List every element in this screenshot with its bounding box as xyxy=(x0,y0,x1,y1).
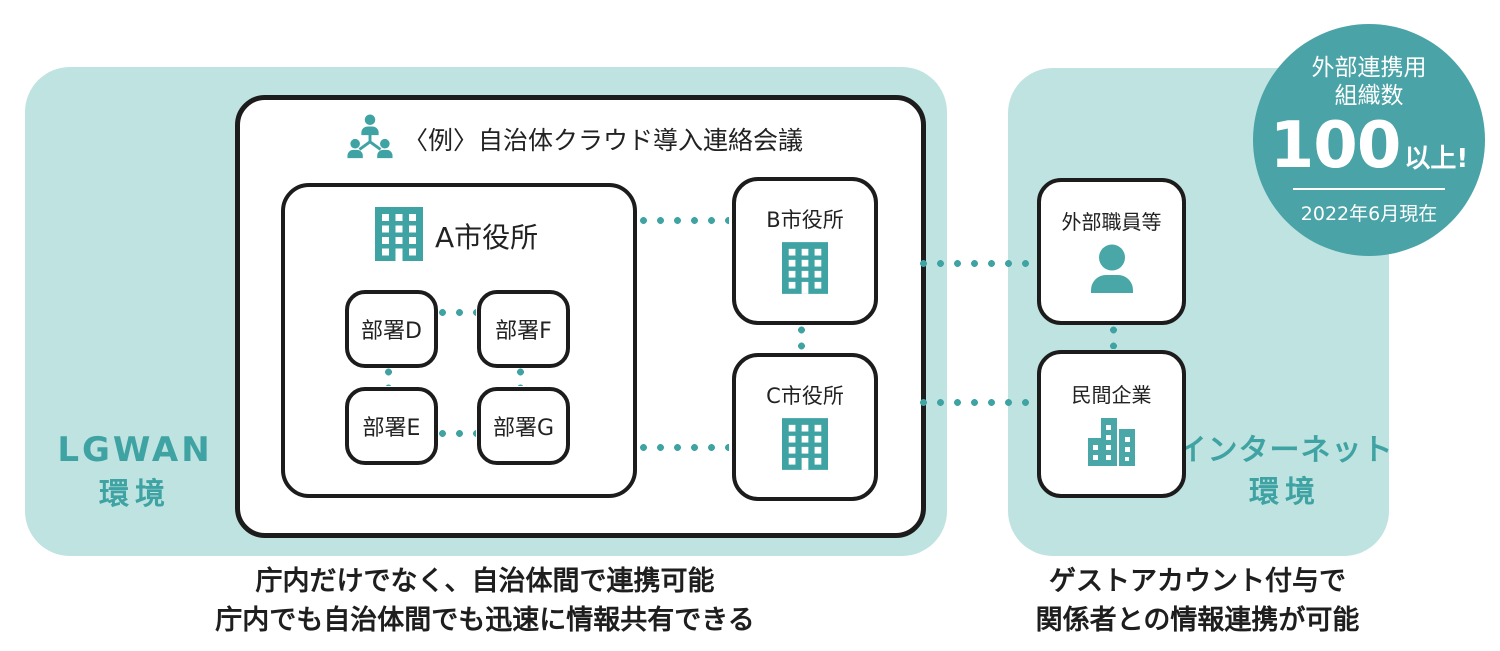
lgwan-label-line2: 環境 xyxy=(99,476,171,512)
connector-cityB-cityC xyxy=(797,320,806,352)
city-a-header: A市役所 xyxy=(375,207,538,265)
lgwan-caption: 庁内だけでなく、自治体間で連携可能 庁内でも自治体間でも迅速に情報共有できる xyxy=(150,562,820,640)
department-e-box: 部署E xyxy=(345,387,438,465)
badge-line1: 外部連携用 xyxy=(1311,54,1427,81)
badge-divider xyxy=(1293,188,1445,191)
badge-number-row: 100 以上! xyxy=(1269,109,1469,184)
city-a-box xyxy=(281,183,637,498)
meeting-title: 〈例〉自治体クラウド導入連絡会議 xyxy=(402,126,803,155)
badge-date: 2022年6月現在 xyxy=(1300,203,1438,226)
internet-caption-line2: 関係者との情報連携が可能 xyxy=(1035,605,1360,637)
department-e-label: 部署E xyxy=(362,416,421,441)
person-icon xyxy=(1086,243,1138,297)
internet-environment-label: インターネット 環境 xyxy=(1165,433,1405,511)
city-c-name: C市役所 xyxy=(766,384,844,408)
department-d-label: 部署D xyxy=(361,319,422,344)
internet-label-line2: 環境 xyxy=(1249,475,1321,510)
city-a-name: A市役所 xyxy=(435,221,539,254)
badge-number-suffix: 以上! xyxy=(1404,144,1469,175)
internet-caption: ゲストアカウント付与で 関係者との情報連携が可能 xyxy=(960,562,1435,640)
connector-cityA-cityC xyxy=(633,443,729,452)
connector-external-staff-private-company xyxy=(1109,320,1118,349)
department-d-box: 部署D xyxy=(345,290,438,368)
department-g-label: 部署G xyxy=(492,416,555,441)
badge-line2: 組織数 xyxy=(1334,83,1404,110)
city-hall-building-icon xyxy=(782,418,828,474)
connector-cityB-external-staff xyxy=(913,259,1035,268)
connector-deptD-deptE xyxy=(384,362,393,386)
city-hall-building-icon xyxy=(782,242,828,298)
city-b-name: B市役所 xyxy=(766,208,844,232)
department-f-box: 部署F xyxy=(477,290,570,368)
lgwan-caption-line2: 庁内でも自治体間でも迅速に情報共有できる xyxy=(215,605,755,637)
department-g-box: 部署G xyxy=(477,387,570,465)
department-f-label: 部署F xyxy=(495,319,552,344)
private-company-name: 民間企業 xyxy=(1071,382,1152,407)
lgwan-environment-label: LGWAN 環境 xyxy=(40,430,230,513)
badge-number: 100 xyxy=(1269,109,1402,184)
internet-label-line1: インターネット xyxy=(1176,433,1394,468)
lgwan-label-line1: LGWAN xyxy=(57,430,213,470)
connector-deptE-deptG xyxy=(432,429,476,438)
internet-caption-line1: ゲストアカウント付与で xyxy=(1049,566,1346,597)
lgwan-caption-line1: 庁内だけでなく、自治体間で連携可能 xyxy=(255,566,715,597)
office-building-icon xyxy=(1086,416,1138,470)
city-c-box: C市役所 xyxy=(732,353,878,501)
external-org-count-badge: 外部連携用 組織数 100 以上! 2022年6月現在 xyxy=(1253,24,1485,256)
connector-cityC-private-company xyxy=(913,398,1035,407)
private-company-box: 民間企業 xyxy=(1037,350,1186,498)
external-staff-box: 外部職員等 xyxy=(1037,178,1186,325)
city-hall-building-icon xyxy=(375,207,423,265)
external-staff-name: 外部職員等 xyxy=(1061,210,1162,234)
meeting-title-row: 〈例〉自治体クラウド導入連絡会議 xyxy=(280,112,870,166)
people-network-icon xyxy=(347,112,393,166)
city-b-box: B市役所 xyxy=(732,177,878,325)
connector-deptD-deptF xyxy=(432,308,476,317)
connector-cityA-cityB xyxy=(633,216,729,225)
connector-deptF-deptG xyxy=(516,362,525,386)
